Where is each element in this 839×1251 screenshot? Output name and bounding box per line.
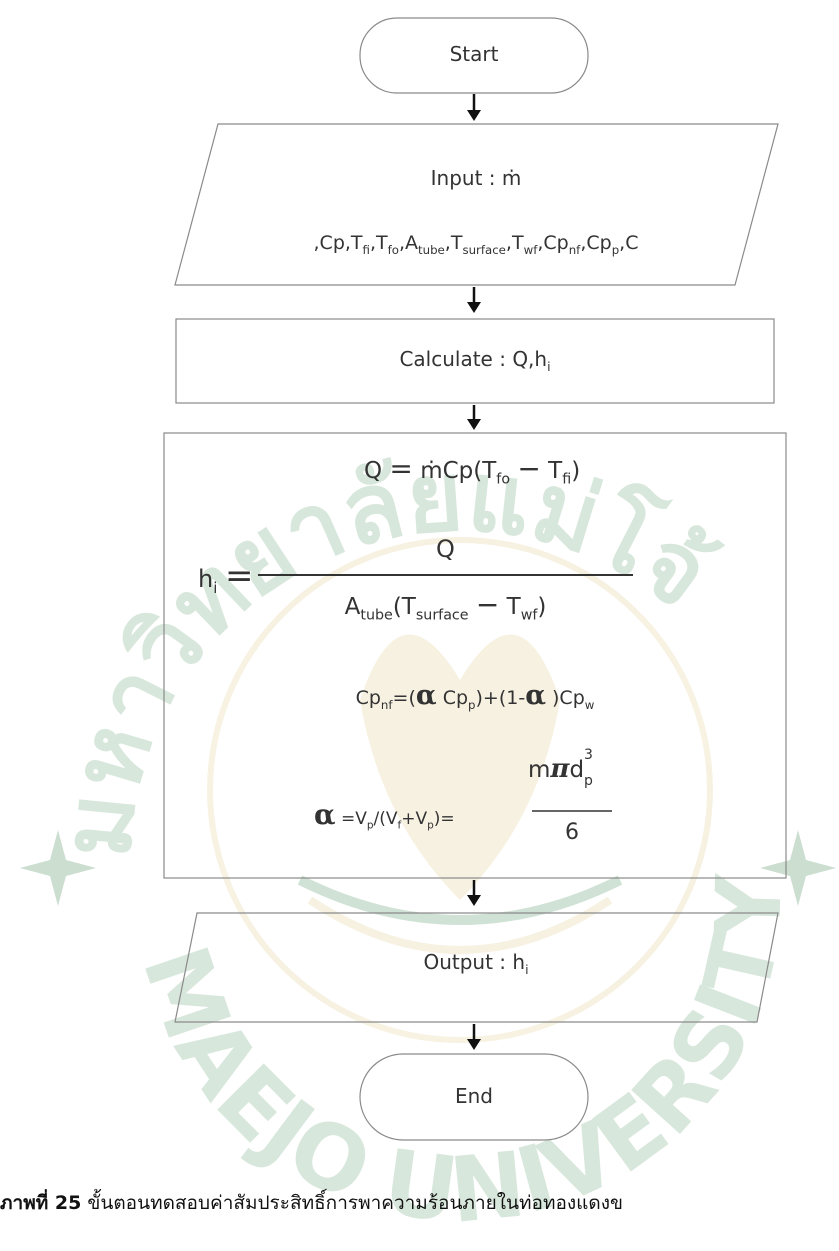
flowchart-shapes <box>163 17 787 1141</box>
equation-q: Q = ṁCp(Tfo − Tfi) <box>364 452 581 488</box>
calculate-label: Calculate : Q,hi <box>399 347 551 374</box>
caption-number: ภาพที่ 25 <box>0 1192 82 1214</box>
end-terminator-shape <box>359 1053 589 1141</box>
seal-ring <box>207 537 713 1043</box>
equation-cp: Cpnf=(α Cpp)+(1-α )Cpw <box>355 680 595 712</box>
equation-h-lhs: hi = <box>198 556 254 597</box>
figure-caption: ภาพที่ 25 ขั้นตอนทดสอบค่าสัมประสิทธิ์การ… <box>0 1188 623 1218</box>
input-line-2: ,Cp,Tfi,Tfo,Atube,Tsurface,Twf,Cpnf,Cpp,… <box>313 232 639 257</box>
arrow-head <box>467 110 481 121</box>
seal-ornament <box>360 634 560 900</box>
output-parallelogram-shape <box>174 912 779 1023</box>
caption-text: ขั้นตอนทดสอบค่าสัมประสิทธิ์การพาความร้อน… <box>81 1192 624 1214</box>
equation-h-denominator: Atube(Tsurface − Twf) <box>344 588 547 624</box>
start-label: Start <box>449 42 499 66</box>
calculate-process-shape <box>175 318 775 404</box>
star-right-icon <box>760 830 836 906</box>
equations-process-shape <box>163 432 787 879</box>
equation-h-numerator: Q <box>436 535 455 563</box>
equation-alpha-denominator: 6 <box>565 820 579 845</box>
star-left-icon <box>20 830 96 906</box>
start-terminator-shape <box>359 17 589 94</box>
end-label: End <box>454 1084 493 1108</box>
input-line-1: Input : ṁ <box>430 166 522 190</box>
output-label: Output : hi <box>423 950 529 977</box>
input-parallelogram-shape <box>174 123 779 286</box>
equation-alpha-lhs: α =Vp/(Vf+Vp)= <box>314 798 455 832</box>
